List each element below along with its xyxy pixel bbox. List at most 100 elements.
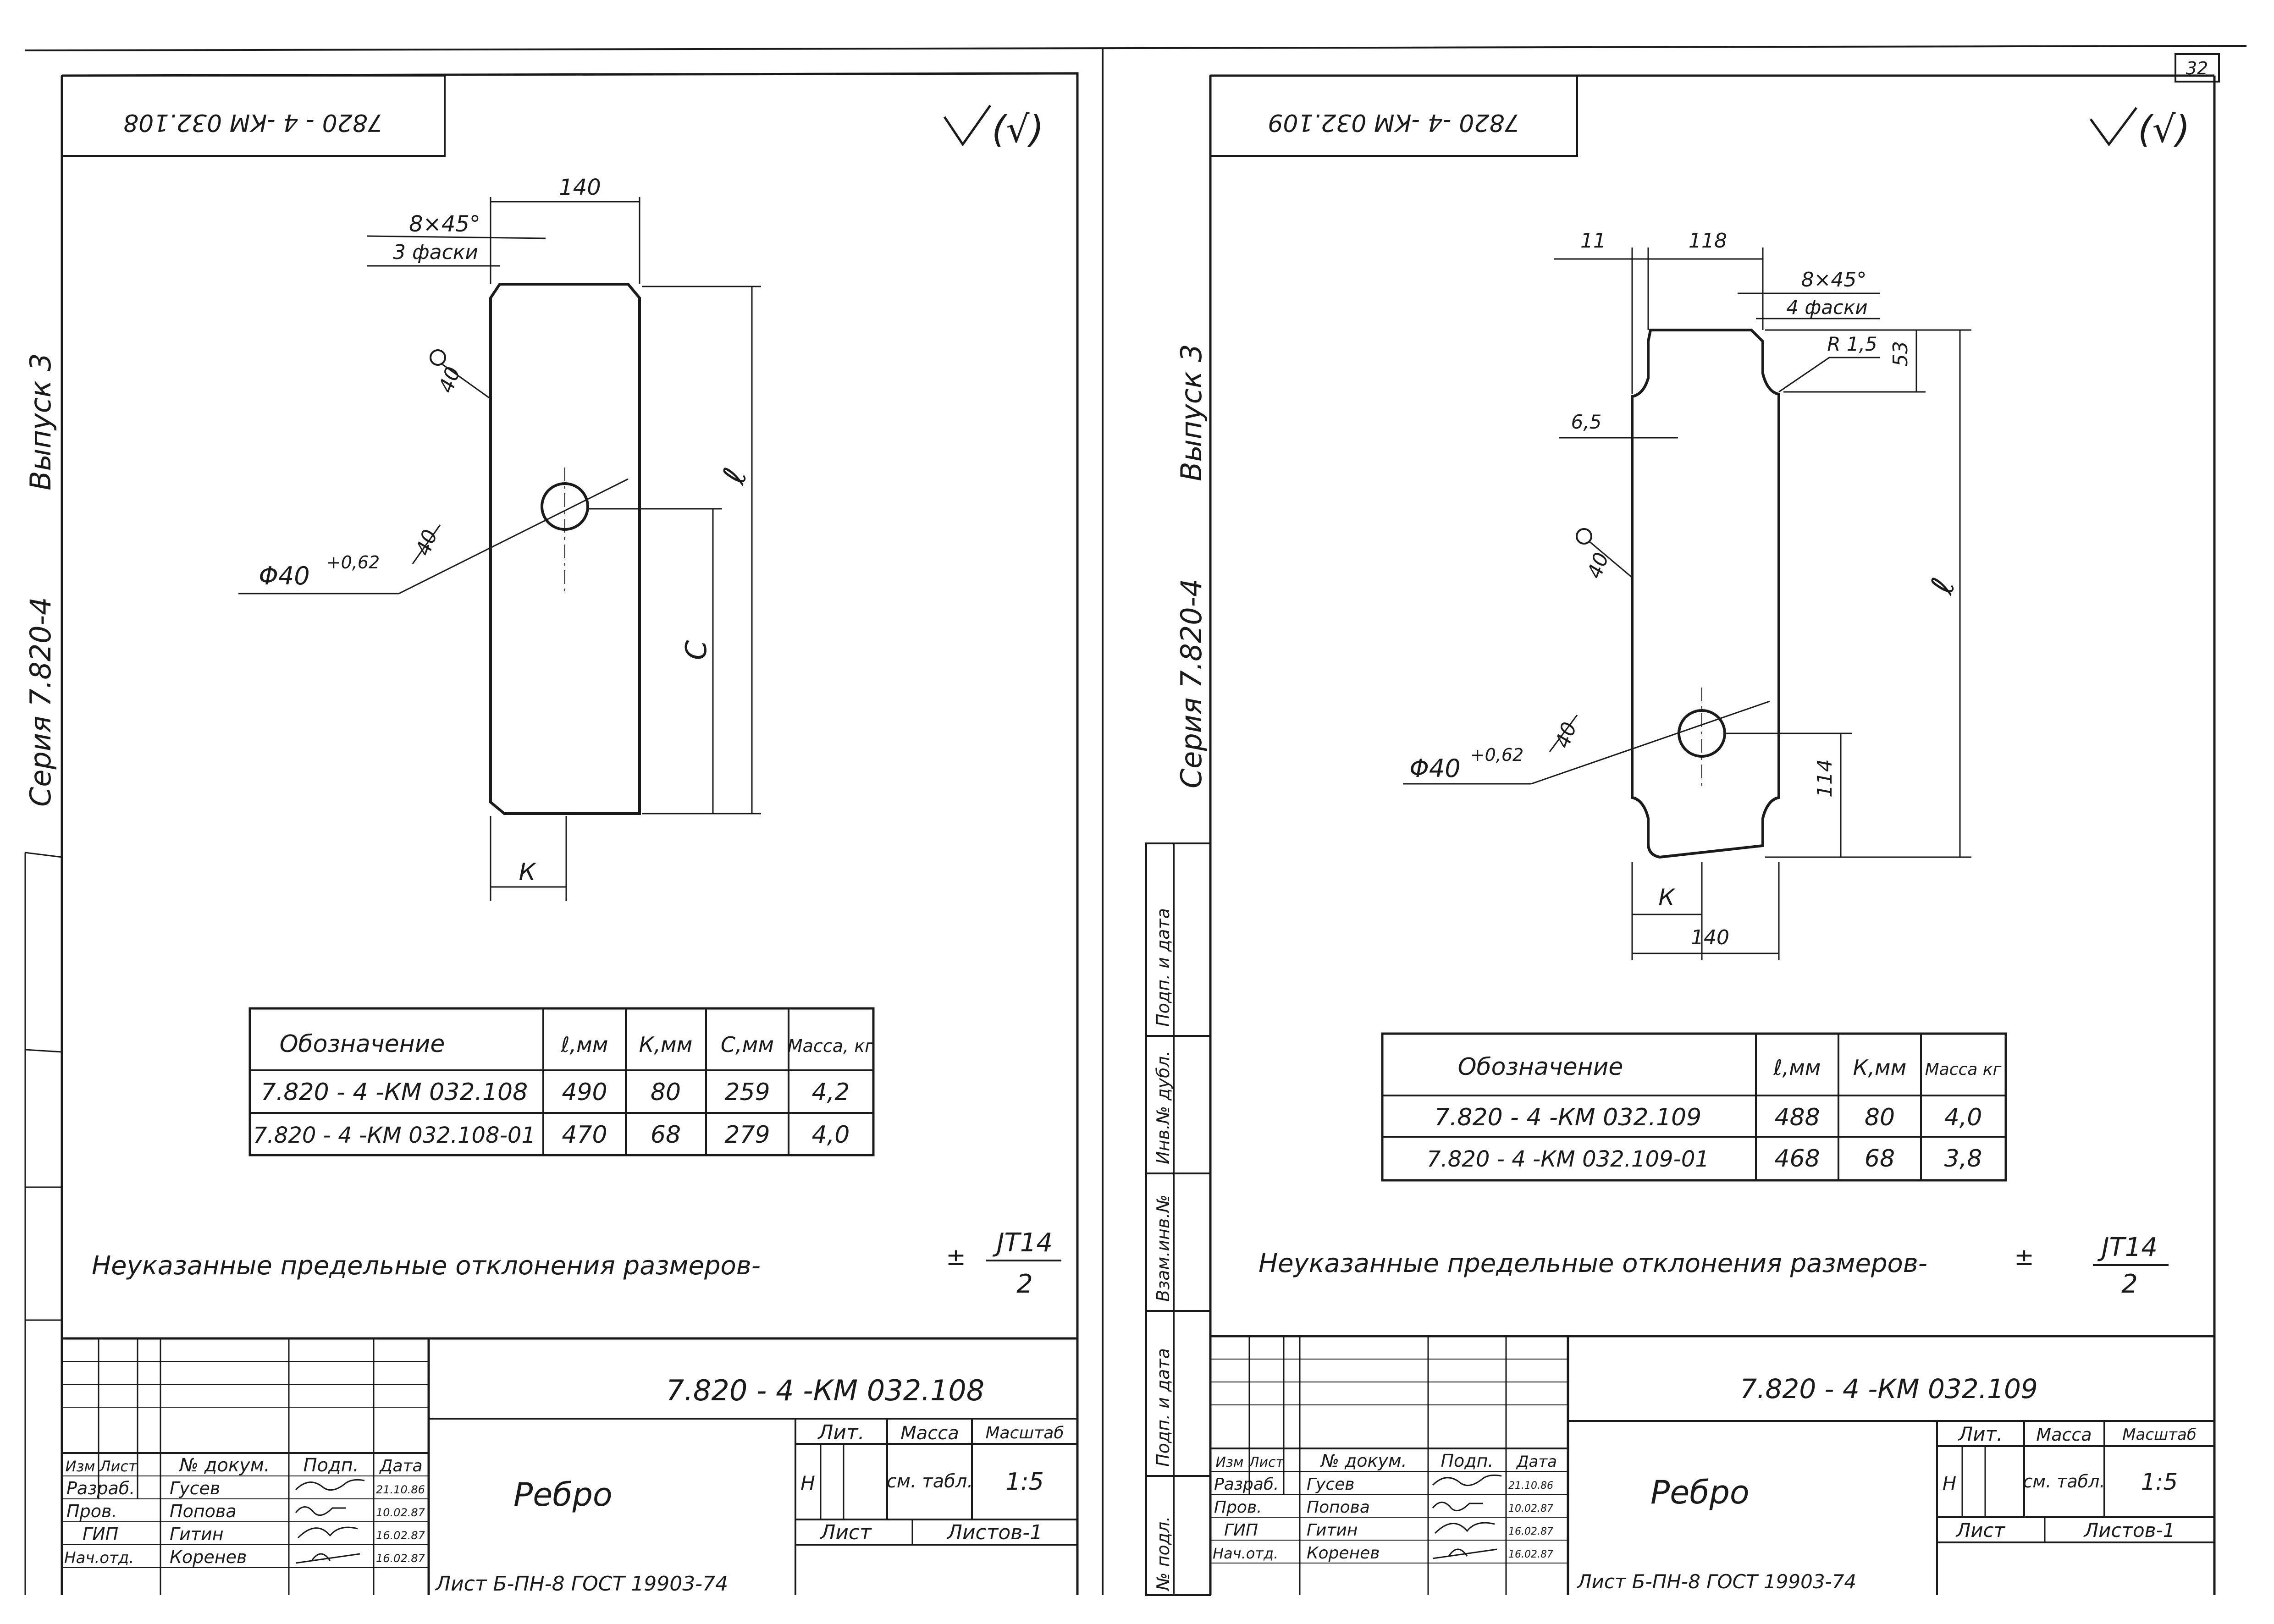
right-tb-r3-date: 16.02.87 (1508, 1526, 1553, 1537)
right-side-box-5: № подл. (1153, 1516, 1173, 1591)
left-th-l: ℓ,мм (560, 1032, 608, 1057)
left-td-r1-l: 490 (562, 1079, 607, 1106)
left-tb-mass: см. табл. (887, 1471, 973, 1492)
right-tb-r1-name: Гусев (1307, 1475, 1355, 1494)
left-tb-r2-date: 10.02.87 (376, 1506, 425, 1519)
left-tb-r1-date: 21.10.86 (376, 1483, 425, 1496)
right-dim-l: ℓ (1923, 573, 1963, 599)
left-th-designation: Обозначение (280, 1030, 445, 1058)
left-roughness-icon: (√) (943, 105, 1044, 151)
left-title-block: Изм Лист № докум. Подп. Дата Разраб. Гус… (62, 1337, 1077, 1596)
left-td-r1-mass: 4,2 (812, 1079, 850, 1106)
left-frame (61, 72, 1079, 1595)
right-td-r1-l: 488 (1774, 1104, 1820, 1131)
right-tb-name: Ребро (1650, 1474, 1750, 1511)
right-dim-chamfer-count: 4 фаски (1786, 296, 1867, 319)
left-note: Неуказанные предельные отклонения размер… (92, 1251, 761, 1281)
left-tb-r4-role: Нач.отд. (64, 1549, 134, 1567)
right-th-designation: Обозначение (1458, 1053, 1623, 1081)
left-tb-mass-label: Масса (900, 1423, 959, 1444)
right-tb-r3-role: ГИП (1224, 1521, 1258, 1540)
left-tb-r1-name: Гусев (170, 1478, 220, 1498)
right-tb-material: Лист Б-ПН-8 ГОСТ 19903-74 (1576, 1570, 1856, 1593)
right-stamp-box (1209, 75, 1578, 157)
left-tb-head-izm: Изм (65, 1458, 95, 1475)
right-th-l: ℓ,мм (1773, 1055, 1821, 1080)
left-td-r2-c: 279 (724, 1121, 770, 1149)
right-side-box-1: Взам.инв.№ (1153, 1195, 1173, 1302)
left-tb-r4-date: 16.02.87 (376, 1552, 425, 1565)
left-note-num: JT14 (992, 1228, 1053, 1258)
left-tb-head-sign: Подп. (303, 1455, 359, 1476)
right-tb-r4-date: 16.02.87 (1508, 1549, 1553, 1560)
sheet-top-line (25, 45, 2247, 51)
left-signature-1 (295, 1479, 365, 1491)
right-tb-r3-name: Гитин (1307, 1521, 1358, 1540)
right-tb-code: 7.820 - 4 -КМ 032.109 (1740, 1373, 2038, 1404)
right-note: Неуказанные предельные отклонения размер… (1258, 1249, 1927, 1278)
right-tb-r2-date: 10.02.87 (1508, 1503, 1553, 1514)
right-td-r2-designation: 7.820 - 4 -КМ 032.109-01 (1427, 1146, 1709, 1172)
right-dim-65: 6,5 (1571, 411, 1602, 433)
right-td-r2-k: 68 (1865, 1145, 1895, 1173)
left-tb-r3-date: 16.02.87 (376, 1529, 425, 1542)
right-signature-2 (1432, 1502, 1483, 1512)
left-dim-c: С (679, 640, 713, 660)
left-td-r1-c: 259 (724, 1079, 770, 1106)
right-td-r1-mass: 4,0 (1944, 1104, 1982, 1131)
right-th-k: К,мм (1853, 1055, 1907, 1080)
left-dim-chamfer: 8×45° (409, 211, 480, 237)
left-tb-r1-role: Разраб. (66, 1478, 135, 1498)
right-weld-label-2: 40 (1551, 719, 1581, 751)
left-tb-r2-name: Попова (170, 1501, 237, 1521)
left-th-c: С,мм (721, 1032, 774, 1057)
right-signature-3 (1434, 1522, 1495, 1534)
right-tb-r4-name: Коренев (1307, 1544, 1380, 1563)
right-td-r2-l: 468 (1774, 1145, 1820, 1173)
right-tb-head-sign: Подп. (1441, 1451, 1493, 1471)
right-roughness-icon: (√) (2089, 107, 2190, 151)
right-th-mass: Масса кг (1925, 1060, 2002, 1079)
right-td-r1-k: 80 (1865, 1104, 1895, 1131)
left-tb-r3-role: ГИП (83, 1524, 118, 1544)
right-dim-53: 53 (1889, 341, 1912, 367)
left-tb-head-list: Лист (99, 1458, 137, 1475)
right-signature-1 (1432, 1474, 1502, 1486)
left-dim-l: ℓ (715, 463, 755, 489)
left-td-r2-l: 470 (562, 1121, 607, 1149)
left-part-outline (489, 283, 641, 815)
left-td-r1-k: 80 (651, 1079, 681, 1106)
left-tb-sheets-label: Листов-1 (946, 1521, 1043, 1544)
left-note-pm: ± (946, 1244, 966, 1271)
left-tb-scale: 1:5 (1005, 1468, 1044, 1496)
left-td-r2-designation: 7.820 - 4 -КМ 032.108-01 (253, 1123, 535, 1148)
right-note-den: 2 (2121, 1269, 2138, 1299)
svg-text:(√): (√) (2138, 108, 2190, 151)
left-stamp-box (61, 75, 446, 157)
page-number-box (2175, 53, 2220, 83)
left-weld-label-1: 40 (434, 364, 465, 396)
left-hole-tol: +0,62 (326, 552, 380, 573)
left-tb-r4-name: Коренев (170, 1547, 247, 1567)
right-sheet: Взам.инв.№ Инв.№ дубл. Подп. и дата Подп… (1145, 74, 2216, 1596)
left-tb-name: Ребро (513, 1476, 613, 1514)
right-tb-head-doc: № докум. (1320, 1451, 1407, 1471)
left-th-mass: Масса, кг (788, 1036, 874, 1056)
left-data-table: Обозначение ℓ,мм К,мм С,мм Масса, кг 7.8… (248, 1007, 875, 1156)
right-note-num: JT14 (2097, 1233, 2158, 1262)
right-hole-tol: +0,62 (1470, 745, 1523, 765)
left-tb-scale-label: Масштаб (985, 1424, 1064, 1442)
right-side-issue: Выпуск 3 (1175, 344, 1208, 481)
left-th-k: К,мм (639, 1032, 693, 1057)
right-signature-4 (1432, 1548, 1497, 1559)
left-weld-label-2: 40 (411, 527, 442, 559)
left-tb-head-date: Дата (379, 1457, 422, 1475)
right-dim-chamfer: 8×45° (1801, 268, 1867, 292)
left-tb-code: 7.820 - 4 -КМ 032.108 (666, 1374, 984, 1407)
right-td-r1-designation: 7.820 - 4 -КМ 032.109 (1435, 1104, 1701, 1131)
left-dim-k: К (519, 859, 537, 886)
left-tb-r2-role: Пров. (66, 1501, 117, 1521)
svg-text:(√): (√) (992, 108, 1043, 151)
left-margin-line1 (25, 852, 62, 858)
